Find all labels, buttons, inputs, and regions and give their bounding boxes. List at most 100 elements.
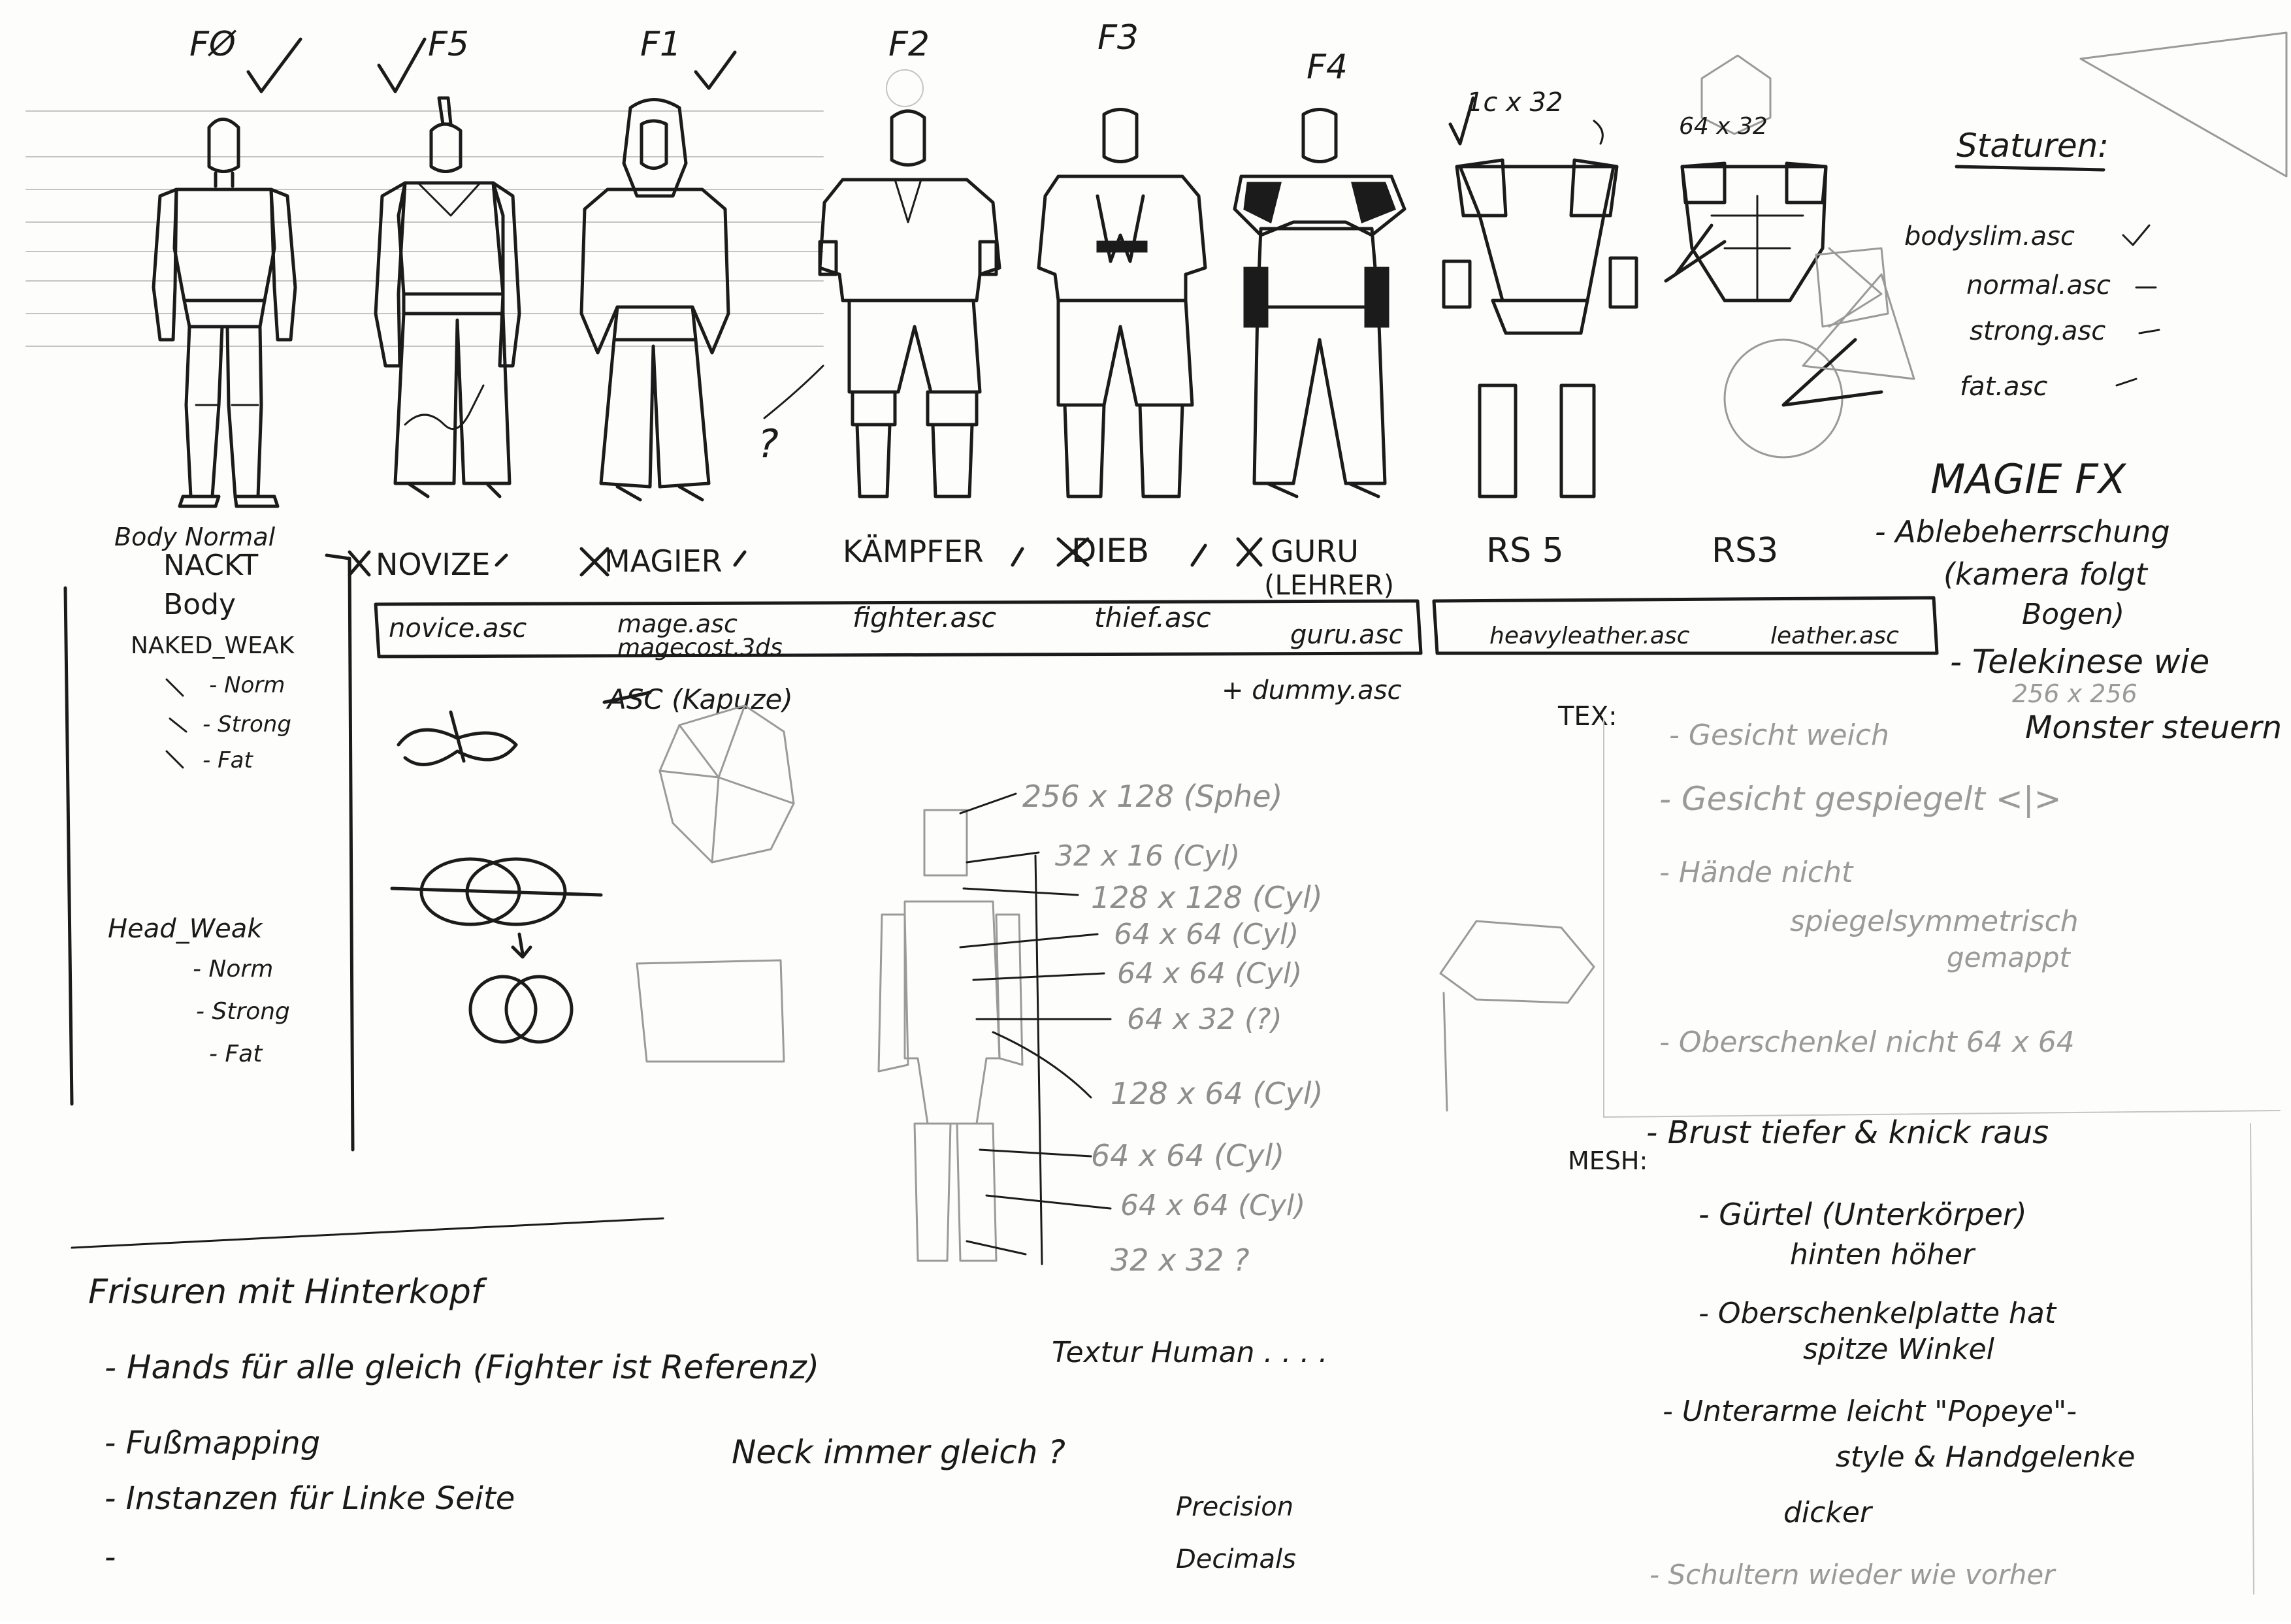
rs5-size-label: 1c x 32 [1467, 88, 1563, 118]
staturen-title: Staturen: [1957, 127, 2109, 165]
decimals-note: Decimals [1176, 1544, 1296, 1574]
name-novize: NOVIZE [376, 547, 490, 582]
bottom-item-3: - [105, 1539, 116, 1576]
asc-strike [602, 690, 652, 704]
uv-size-5: 64 x 32 (?) [1127, 1003, 1282, 1036]
name-kaempfer: KÄMPFER [843, 534, 984, 569]
tex-item-2: - Hände nicht [1659, 856, 1854, 889]
mesh-right-line [2250, 1123, 2254, 1595]
uv-size-1: 32 x 16 (Cyl) [1055, 839, 1240, 873]
neck-note: Neck immer gleich ? [732, 1433, 1065, 1471]
asc-kapuze-label: ASC (Kapuze) [606, 683, 793, 715]
mesh-item-6: style & Handgelenke [1836, 1440, 2135, 1474]
mesh-item-1: - Gürtel (Unterkörper) [1698, 1197, 2027, 1232]
rect-sketch [636, 959, 785, 1063]
figure-code-f3: F3 [1097, 18, 1139, 57]
uv-size-9: 32 x 32 ? [1111, 1242, 1250, 1278]
magie-title: MAGIE FX [1930, 455, 2127, 503]
staturen-marks [2115, 224, 2160, 387]
name-guru: GURU [1271, 534, 1359, 569]
file-magecost: magecost.3ds [617, 634, 783, 661]
file-mage: mage.asc [617, 609, 738, 638]
name-rs3: RS3 [1712, 531, 1778, 570]
head-item-norm: - Norm [193, 956, 273, 983]
figure-code-f0: FØ [189, 25, 237, 64]
tex-label: TEX: [1557, 702, 1617, 732]
mesh-item-2: hinten höher [1790, 1238, 1976, 1271]
figure-code-f1: F1 [640, 25, 681, 64]
mesh-label: MESH: [1568, 1146, 1648, 1175]
uv-size-8: 64 x 64 (Cyl) [1120, 1189, 1305, 1222]
mesh-item-7: dicker [1783, 1496, 1874, 1529]
head-item-fat: - Fat [209, 1041, 263, 1067]
mesh-item-4: spitze Winkel [1803, 1333, 1995, 1366]
figure-code-f5: F5 [428, 25, 469, 64]
file-box [374, 596, 1939, 658]
name-dieb: DIEB [1071, 532, 1149, 570]
statur-strong: strong.asc [1970, 316, 2105, 346]
fighter-question-mark: ? [758, 421, 779, 467]
mesh-item-3: - Oberschenkelplatte hat [1698, 1297, 2057, 1330]
dummy-asc-label: + dummy.asc [1222, 675, 1402, 706]
staturen-underline [1955, 165, 2105, 172]
body-list-head: Body [163, 588, 236, 621]
figure-rs5-armor [1442, 120, 1638, 498]
bottom-item-1: - Fußmapping [105, 1425, 320, 1461]
magie-line-2: Bogen) [2022, 598, 2124, 631]
file-leather: leather.asc [1770, 623, 1899, 649]
rs3-size-label: 64 x 32 [1679, 113, 1768, 140]
name-magier: MAGIER [604, 544, 723, 579]
tex-item-0: - Gesicht weich [1669, 719, 1889, 752]
magie-line-4: Monster steuern [2025, 709, 2282, 746]
tex-box [1603, 718, 2281, 1118]
body-list-ticks [165, 678, 187, 769]
rs5-check [1448, 96, 1475, 146]
textures-note: Textur Human . . . . [1052, 1336, 1327, 1369]
name-guru-sub: (LEHRER) [1264, 569, 1394, 601]
kapuze-sketch [658, 704, 795, 864]
head-list-head: Head_Weak [108, 914, 263, 944]
figure-fighter: ? [758, 69, 1001, 498]
tex-item-4: gemappt [1947, 941, 2071, 973]
tex-item-1: - Gesicht gespiegelt <|> [1659, 780, 2062, 818]
stature-guide-lines [25, 110, 824, 347]
uv-size-7: 64 x 64 (Cyl) [1091, 1138, 1284, 1173]
magie-line-3: - Telekinese wie [1950, 643, 2209, 681]
file-heavyleather: heavyleather.asc [1489, 623, 1690, 649]
statur-normal: normal.asc [1966, 270, 2111, 300]
hair-doodles [390, 710, 603, 1044]
statur-fat: fat.asc [1960, 372, 2047, 402]
figure-code-f4: F4 [1307, 48, 1348, 87]
file-fighter: fighter.asc [853, 602, 996, 634]
bottom-item-0: - Hands für alle gleich (Fighter ist Ref… [105, 1348, 819, 1386]
magie-tele-note: 256 x 256 [2012, 679, 2137, 708]
uv-size-0: 256 x 128 (Sphe) [1022, 779, 1282, 814]
strike-marks [348, 537, 1263, 577]
magie-line-0: - Ablebeherrschung [1875, 514, 2170, 549]
figure-guru [1233, 108, 1406, 498]
precision-note: Precision [1176, 1492, 1293, 1522]
mesh-item-0: - Brust tiefer & knick raus [1646, 1114, 2049, 1151]
tex-item-5: - Oberschenkel nicht 64 x 64 [1659, 1026, 2075, 1059]
uv-layout-figure [877, 792, 1112, 1265]
uv-size-3: 64 x 64 (Cyl) [1114, 918, 1299, 951]
tex-item-3: spiegelsymmetrisch [1790, 905, 2079, 938]
body-item-strong: - Strong [203, 711, 291, 738]
bottom-title: Frisuren mit Hinterkopf [88, 1273, 487, 1312]
left-bracket [63, 553, 355, 1152]
figure-thief [1037, 108, 1207, 498]
body-item-norm: - Norm [209, 672, 285, 698]
mesh-item-5: - Unterarme leicht "Popeye"- [1663, 1395, 2077, 1428]
check-marks [246, 37, 737, 93]
uv-size-4: 64 x 64 (Cyl) [1117, 957, 1302, 990]
name-rs5: RS 5 [1486, 531, 1564, 570]
bottom-item-2: - Instanzen für Linke Seite [105, 1480, 515, 1517]
file-guru: guru.asc [1290, 620, 1403, 650]
body-normal-label: Body Normal [114, 523, 276, 551]
body-item-naked-weak: NAKED_WEAK [131, 632, 295, 659]
uv-size-2: 128 x 128 (Cyl) [1091, 880, 1323, 915]
file-novice: novice.asc [389, 613, 527, 643]
figure-novice [374, 96, 521, 498]
